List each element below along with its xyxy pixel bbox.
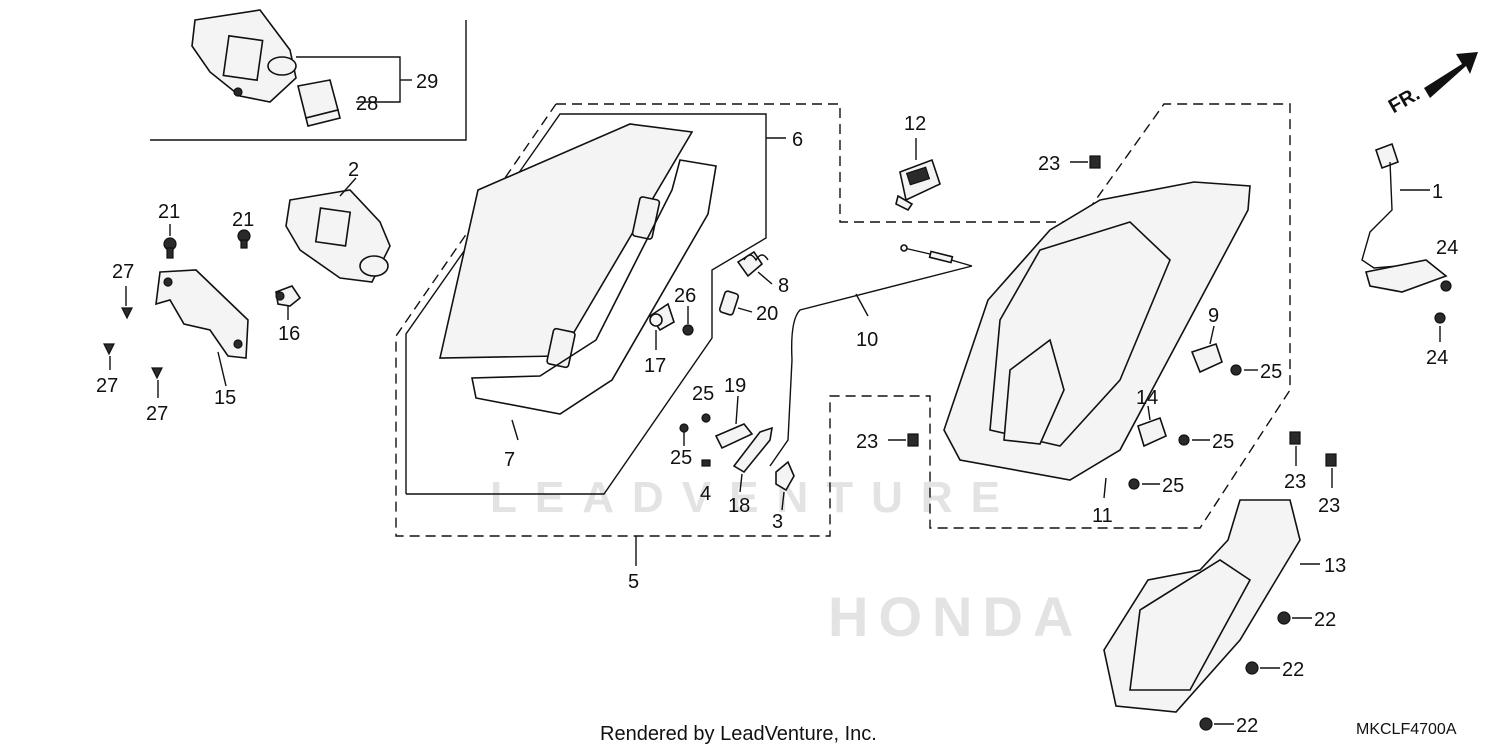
callout-27b: 27 [96, 375, 118, 397]
part-25-screw-d[interactable] [1178, 434, 1190, 446]
part-18-latch-lever[interactable] [732, 426, 774, 474]
part-23-clip-c[interactable] [1289, 431, 1301, 445]
part-11-storage-box[interactable] [943, 181, 1251, 481]
callout-22b: 22 [1282, 659, 1304, 681]
part-22-nut-a[interactable] [1277, 611, 1291, 625]
callout-6: 6 [792, 129, 803, 151]
watermark-honda: HONDA [828, 585, 1083, 648]
part-2-door-lock-actuator[interactable] [285, 189, 391, 283]
callout-7: 7 [504, 449, 515, 471]
group-5-outline [395, 103, 1291, 537]
callout-10: 10 [856, 329, 878, 351]
callout-11: 11 [1092, 505, 1113, 527]
part-27-rivet-a[interactable] [121, 307, 133, 320]
callout-21a: 21 [158, 201, 180, 223]
callout-16: 16 [278, 323, 300, 345]
callout-27c: 27 [146, 403, 168, 425]
part-29-actuator-assembly[interactable] [191, 9, 297, 103]
callout-25b: 25 [670, 447, 692, 469]
part-4-pin[interactable] [701, 459, 711, 467]
callout-18: 18 [728, 495, 750, 517]
part-17-hinge-clip[interactable] [648, 302, 675, 332]
callout-4: 4 [700, 483, 711, 505]
callout-22c: 22 [1236, 715, 1258, 737]
callout-23a: 23 [1038, 153, 1060, 175]
part-6-lid-panel[interactable] [438, 123, 694, 369]
part-10-release-cable[interactable] [769, 244, 973, 467]
inset-frame [150, 20, 467, 141]
callout-5: 5 [628, 571, 639, 593]
part-8-spring[interactable] [736, 250, 769, 278]
callout-25c: 25 [1260, 361, 1282, 383]
callout-24a: 24 [1436, 237, 1458, 259]
callout-8: 8 [778, 275, 789, 297]
part-27-rivet-c[interactable] [151, 367, 163, 380]
watermark-leadventure: LEADVENTURE [490, 473, 1018, 522]
callout-13: 13 [1324, 555, 1346, 577]
part-25-screw-b[interactable] [679, 423, 689, 433]
part-24-screw-b[interactable] [1434, 312, 1446, 324]
callout-23c: 23 [1284, 471, 1306, 493]
part-24-screw-a[interactable] [1440, 280, 1452, 292]
front-direction-arrow-icon: FR. [1385, 52, 1478, 118]
callout-25d: 25 [1212, 431, 1234, 453]
callout-23d: 23 [1318, 495, 1340, 517]
part-23-clip-b[interactable] [907, 433, 919, 447]
callout-17: 17 [644, 355, 666, 377]
part-16-cable-clip[interactable] [275, 285, 302, 307]
callout-1: 1 [1432, 181, 1443, 203]
callout-2: 2 [348, 159, 359, 181]
callout-12: 12 [904, 113, 926, 135]
callout-24b: 24 [1426, 347, 1448, 369]
callout-23b: 23 [856, 431, 878, 453]
part-20-pin[interactable] [718, 290, 740, 316]
part-1-wire-harness[interactable] [1361, 142, 1448, 293]
part-12-lid-switch[interactable] [895, 158, 941, 212]
callout-3: 3 [772, 511, 783, 533]
part-25-screw-c[interactable] [1230, 364, 1242, 376]
part-15-bracket[interactable] [155, 269, 249, 359]
part-22-nut-c[interactable] [1199, 717, 1213, 731]
callout-22a: 22 [1314, 609, 1336, 631]
callout-19: 19 [724, 375, 746, 397]
group-6-outline [405, 113, 767, 495]
callout-25a: 25 [692, 383, 714, 405]
part-25-screw-a[interactable] [701, 413, 711, 423]
part-13-box-liner[interactable] [1103, 499, 1301, 713]
diagram-code: MKCLF4700A [1356, 721, 1457, 738]
callout-9: 9 [1208, 305, 1219, 327]
part-25-screw-e[interactable] [1128, 478, 1140, 490]
part-19-latch-plate[interactable] [714, 423, 754, 450]
part-26-screw[interactable] [682, 324, 694, 336]
callout-21b: 21 [232, 209, 254, 231]
part-22-nut-b[interactable] [1245, 661, 1259, 675]
part-7-seal-gasket[interactable] [471, 159, 717, 415]
part-9-bracket[interactable] [1190, 342, 1223, 374]
callout-28: 28 [356, 93, 378, 115]
part-21-screw-a[interactable] [163, 237, 177, 259]
part-27-rivet-b[interactable] [103, 343, 115, 356]
part-23-clip-d[interactable] [1325, 453, 1337, 467]
callout-15: 15 [214, 387, 236, 409]
callout-14: 14 [1136, 387, 1158, 409]
rendered-by-credit: Rendered by LeadVenture, Inc. [600, 723, 877, 745]
part-3-latch-striker[interactable] [775, 460, 795, 492]
svg-text:FR.: FR. [1385, 83, 1424, 118]
callout-26: 26 [674, 285, 696, 307]
callout-20: 20 [756, 303, 778, 325]
part-23-clip-a[interactable] [1089, 155, 1101, 169]
part-14-bracket[interactable] [1137, 416, 1167, 448]
callout-25e: 25 [1162, 475, 1184, 497]
callout-27a: 27 [112, 261, 134, 283]
callout-29: 29 [416, 71, 438, 93]
part-21-screw-b[interactable] [237, 229, 251, 249]
part-28-connector[interactable] [297, 79, 341, 127]
